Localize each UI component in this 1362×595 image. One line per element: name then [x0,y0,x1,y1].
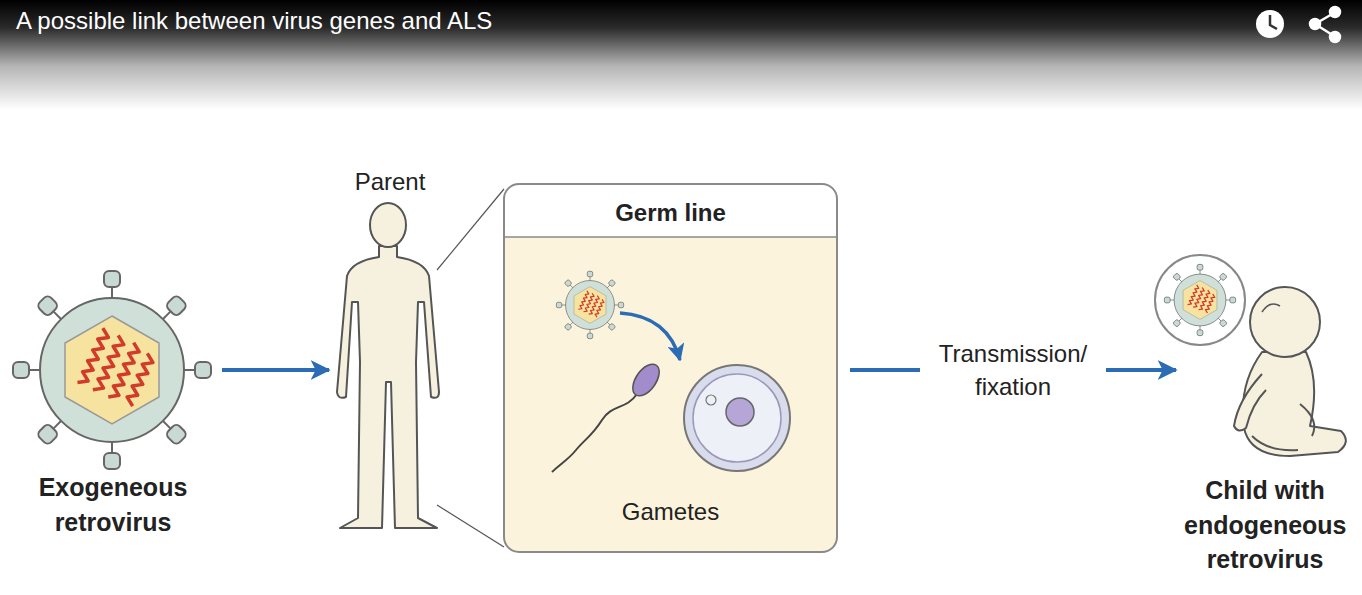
retrovirus-inset [1155,255,1245,345]
share-icon [1310,7,1340,42]
clock-icon [1256,10,1284,38]
zoom-lines [437,189,504,547]
egg-figure [684,365,790,471]
video-title: A possible link between virus genes and … [16,7,492,35]
child-node: Child with endogeneous retrovirus [1180,255,1350,585]
virus-node: Exogeneous retrovirus [22,275,204,547]
sperm-figure [552,360,665,472]
virus-figure [556,271,623,338]
germ-line-ground [504,184,837,552]
figure-label: Child with endogeneous retrovirus [1180,473,1350,577]
flow-arrow [222,370,329,371]
virus-figure [13,271,211,469]
edge-label: Transmission/ fixation [920,337,1106,403]
parent-node: Parent [335,165,445,535]
parent-figure [337,203,439,528]
box-heading: Germ line [505,196,836,229]
infection-arrow [620,313,680,360]
germ-line-box: Germ lineGametes [503,183,838,553]
figure-label: Exogeneous retrovirus [22,470,204,539]
baby-figure [1234,287,1346,456]
box-label: Gametes [505,495,836,528]
figure-label: Parent [335,165,445,198]
